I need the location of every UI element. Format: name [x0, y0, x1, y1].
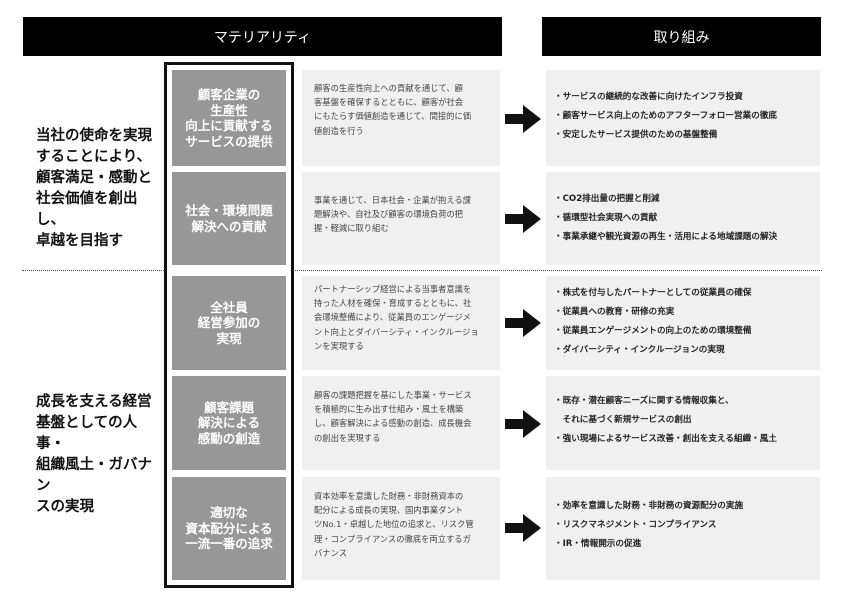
foundation-statement: 成長を支える経営 基盤としての人事・ 組織風土・ガバナン スの実現	[36, 394, 152, 515]
description-capital-allocation: 資本効率を意識した財務・非財務資本の 配分による成長の実現、国内事業ダント ツN…	[302, 477, 500, 580]
initiatives-customer-productivity: ・サービスの継続的な改善に向けたインフラ投資 ・顧客サービス向上のためのアフター…	[546, 70, 820, 166]
initiatives-customer-problem-solving: ・既存・潜在顧客ニーズに関する情報収集と、 それに基づく新規サービスの創出 ・強…	[546, 376, 820, 470]
arrow-right-icon	[505, 410, 541, 438]
initiatives-header-label: 取り組み	[653, 29, 710, 46]
initiative-item: ・サービスの継続的な改善に向けたインフラ投資	[554, 92, 743, 102]
description-customer-productivity: 顧客の生産性向上への貢献を通じて、顧 客基盤を確保するとともに、顧客が社会 にも…	[302, 70, 500, 166]
initiative-item: ・ダイバーシティ・インクルージョンの実現	[554, 345, 725, 355]
description-text: パートナーシップ経営による当事者意識を 持った人材を確保・育成するとともに、社 …	[314, 284, 479, 351]
materiality-item-social-environmental: 社会・環境問題 解決への貢献	[172, 172, 286, 265]
description-social-environmental: 事業を通じて、日本社会・企業が抱える課 題解決や、自社及び顧客の環境負荷の把 握…	[302, 172, 500, 265]
initiative-item: ・効率を意識した財務・非財務の資源配分の実施	[554, 501, 744, 511]
initiative-item: ・株式を付与したパートナーとしての従業員の確保	[554, 288, 752, 298]
description-text: 事業を通じて、日本社会・企業が抱える課 題解決や、自社及び顧客の環境負荷の把 握…	[314, 195, 471, 234]
description-employee-participation: パートナーシップ経営による当事者意識を 持った人材を確保・育成するとともに、社 …	[302, 276, 500, 370]
initiative-item: ・従業員エンゲージメントの向上のための環境整備	[554, 326, 752, 336]
materiality-header: マテリアリティ	[23, 17, 502, 56]
materiality-item-employee-participation: 全社員 経営参加の 実現	[172, 276, 286, 370]
initiatives-employee-participation: ・株式を付与したパートナーとしての従業員の確保 ・従業員への教育・研修の充実 ・…	[546, 276, 820, 370]
initiative-item: ・既存・潜在顧客ニーズに関する情報収集と、 それに基づく新規サービスの創出	[554, 396, 734, 425]
arrow-right-icon	[505, 105, 541, 133]
initiatives-social-environmental: ・CO2排出量の把握と削減 ・循環型社会実現への貢献 ・事業承継や観光資源の再生…	[546, 172, 820, 265]
materiality-item-customer-productivity: 顧客企業の 生産性 向上に貢献する サービスの提供	[172, 70, 286, 166]
description-text: 顧客の課題把握を基にした事業・サービス を積極的に生み出す仕組み・風土を構築 し…	[314, 390, 472, 443]
description-text: 資本効率を意識した財務・非財務資本の 配分による成長の実現、国内事業ダント ツN…	[314, 491, 474, 558]
materiality-item-customer-problem-solving: 顧客課題 解決による 感動の創造	[172, 376, 286, 470]
initiative-item: ・事業承継や観光資源の再生・活用による地域課題の解決	[554, 232, 778, 242]
initiative-item: ・安定したサービス提供のための基盤整備	[554, 130, 718, 140]
description-text: 顧客の生産性向上への貢献を通じて、顧 客基盤を確保するとともに、顧客が社会 にも…	[314, 83, 472, 136]
description-customer-problem-solving: 顧客の課題把握を基にした事業・サービス を積極的に生み出す仕組み・風土を構築 し…	[302, 376, 500, 470]
initiatives-header: 取り組み	[542, 17, 821, 56]
initiative-item: ・CO2排出量の把握と削減	[554, 194, 660, 204]
initiative-item: ・顧客サービス向上のためのアフターフォロー営業の徹底	[554, 111, 777, 121]
initiatives-capital-allocation: ・効率を意識した財務・非財務の資源配分の実施 ・リスクマネジメント・コンプライア…	[546, 477, 820, 580]
initiative-item: ・IR・情報開示の促進	[554, 539, 642, 549]
initiative-item: ・強い現場によるサービス改善・創出を支える組織・風土	[554, 434, 777, 444]
arrow-right-icon	[505, 514, 541, 542]
initiative-item: ・循環型社会実現への貢献	[554, 213, 658, 223]
initiative-item: ・リスクマネジメント・コンプライアンス	[554, 520, 717, 530]
arrow-right-icon	[505, 309, 541, 337]
materiality-header-label: マテリアリティ	[213, 29, 312, 46]
materiality-item-capital-allocation: 適切な 資本配分による 一流一番の追求	[172, 477, 286, 580]
section-divider	[22, 270, 822, 271]
initiative-item: ・従業員への教育・研修の充実	[554, 307, 675, 317]
arrow-right-icon	[505, 205, 541, 233]
mission-statement: 当社の使命を実現 することにより、 顧客満足・感動と 社会価値を創出し、 卓越を…	[36, 128, 152, 249]
